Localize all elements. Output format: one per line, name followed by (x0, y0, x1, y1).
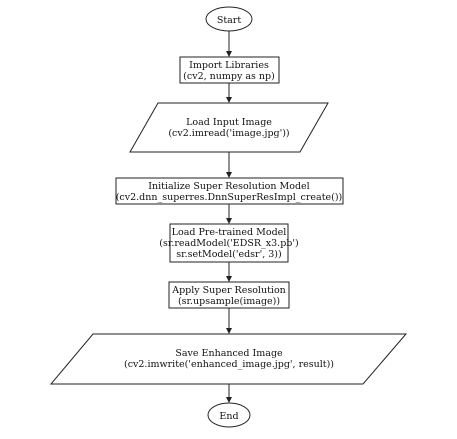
load-model-title: Load Pre-trained Model (172, 227, 287, 238)
edge-load-input-to-init-model (226, 152, 232, 178)
edge-apply-to-save (226, 308, 232, 334)
load-input-image-detail: (cv2.imread('image.jpg')) (168, 128, 289, 139)
end-label: End (219, 411, 238, 422)
end-node: End (207, 402, 251, 428)
edge-init-model-to-load-model (226, 204, 232, 224)
save-enhanced-image-title: Save Enhanced Image (175, 348, 283, 359)
save-enhanced-image-node: Save Enhanced Image (cv2.imwrite('enhanc… (49, 333, 408, 385)
apply-super-resolution-node: Apply Super Resolution (sr.upsample(imag… (168, 281, 290, 309)
edge-start-to-import (226, 31, 232, 57)
apply-super-resolution-title: Apply Super Resolution (171, 285, 286, 296)
start-label: Start (217, 15, 242, 26)
load-model-detail-2: sr.setModel('edsr', 3)) (176, 249, 281, 260)
init-model-detail: (cv2.dnn_superres.DnnSuperResImpl_create… (116, 192, 343, 203)
load-input-image-title: Load Input Image (186, 117, 272, 128)
init-model-title: Initialize Super Resolution Model (148, 181, 309, 192)
edge-load-model-to-apply (226, 262, 232, 282)
start-node: Start (205, 6, 253, 32)
edge-import-to-load-input (226, 83, 232, 103)
import-libraries-title: Import Libraries (189, 60, 269, 71)
load-input-image-node: Load Input Image (cv2.imread('image.jpg'… (129, 102, 329, 153)
import-libraries-node: Import Libraries (cv2, numpy as np) (179, 56, 280, 84)
init-model-node: Initialize Super Resolution Model (cv2.d… (115, 177, 344, 205)
save-enhanced-image-detail: (cv2.imwrite('enhanced_image.jpg', resul… (124, 359, 334, 370)
load-model-detail-1: (sr.readModel('EDSR_x3.pb') (159, 238, 298, 249)
import-libraries-detail: (cv2, numpy as np) (183, 71, 275, 82)
apply-super-resolution-detail: (sr.upsample(image)) (178, 296, 280, 307)
load-model-node: Load Pre-trained Model (sr.readModel('ED… (159, 223, 299, 263)
edge-save-to-end (226, 384, 232, 403)
